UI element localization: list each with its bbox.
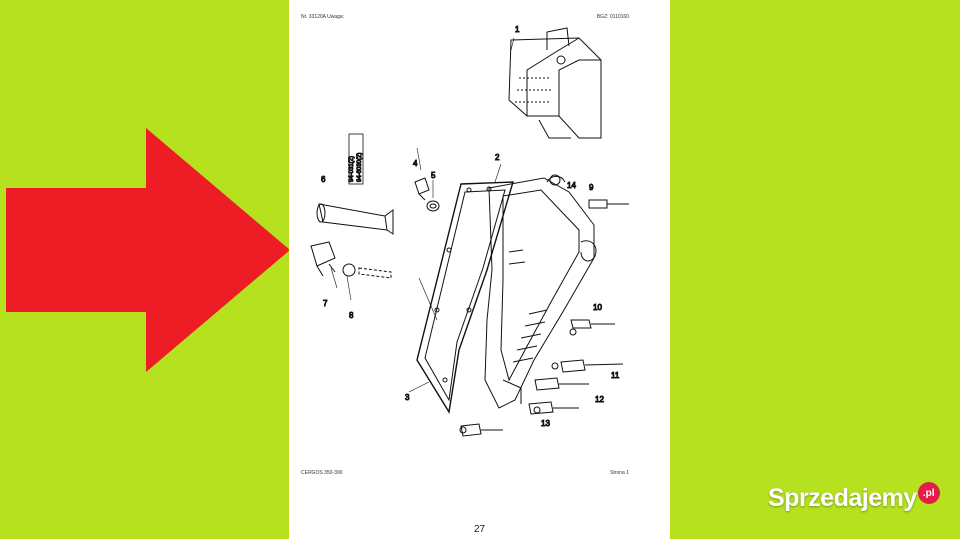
- callout-1: 1: [515, 25, 520, 34]
- screws: [459, 199, 629, 437]
- tube-code-2: 94-6030(2): [357, 153, 363, 182]
- filler-cap: [310, 241, 392, 279]
- callout-5: 5: [431, 171, 436, 180]
- callout-3: 3: [405, 393, 410, 402]
- gasket: [416, 181, 514, 414]
- exploded-parts-diagram: 1 2 3 4 5 6 7 8 9 10 11 12 13 14 94-031(…: [289, 20, 670, 470]
- document-page: Nr. 33120A Uwaga: BGZ: 0110160: [289, 0, 670, 539]
- callout-6: 6: [321, 175, 326, 184]
- callout-13: 13: [541, 419, 550, 428]
- callout-14: 14: [567, 181, 576, 190]
- drain-plug: [414, 177, 440, 212]
- header-right-text: BGZ: 0110160: [596, 14, 629, 20]
- tube-code-1: 94-031(2): [349, 156, 355, 182]
- callout-12: 12: [595, 395, 604, 404]
- callout-9: 9: [589, 183, 594, 192]
- callout-11: 11: [611, 371, 620, 380]
- watermark-badge: .pl: [917, 482, 940, 504]
- callout-2: 2: [495, 153, 500, 162]
- tube-codes: 94-031(2) 94-6030(2): [349, 152, 364, 182]
- callout-8: 8: [349, 311, 354, 320]
- page-number: 27: [473, 524, 486, 535]
- footer-left-text: CERGOS 350-390: [301, 470, 343, 476]
- callout-7: 7: [323, 299, 328, 308]
- leader-lines: [330, 37, 515, 393]
- footer-right-text: Strona 1: [610, 470, 629, 476]
- callout-labels: 1 2 3 4 5 6 7 8 9 10 11 12 13 14: [321, 25, 621, 429]
- oil-pan: [484, 174, 597, 409]
- red-arrow-icon: [6, 128, 290, 372]
- engine-block-fragment: [508, 27, 602, 139]
- header-left-text: Nr. 33120A Uwaga:: [301, 14, 345, 20]
- sprzedajemy-watermark: Sprzedajemy .pl: [768, 482, 940, 524]
- watermark-text: Sprzedajemy: [768, 484, 917, 512]
- dipstick-tube: [316, 133, 394, 235]
- callout-10: 10: [593, 303, 602, 312]
- callout-4: 4: [413, 159, 418, 168]
